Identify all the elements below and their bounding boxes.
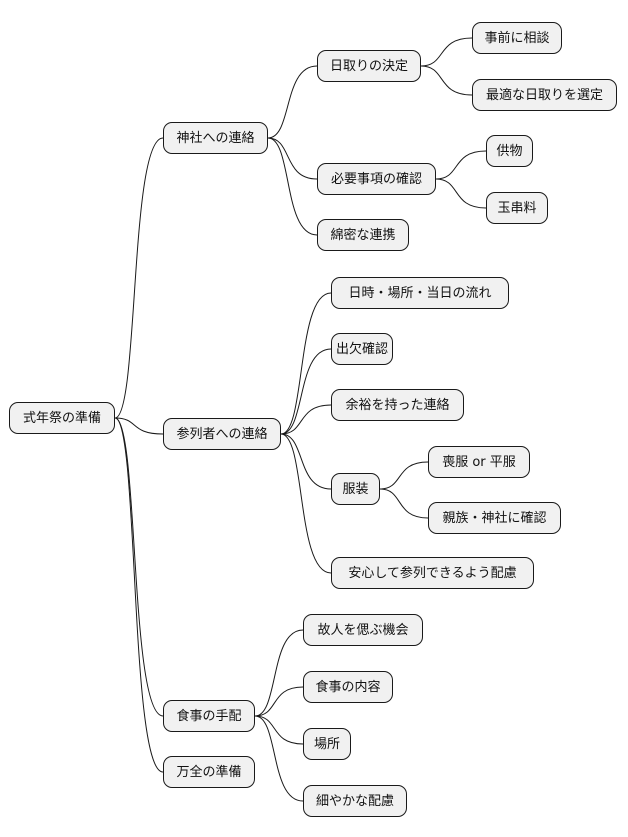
node-date-decision: 日取りの決定 <box>317 50 421 82</box>
edge-b1-b1c2 <box>280 404 332 435</box>
node-tamagushi-fee: 玉串料 <box>486 192 548 224</box>
edge-b1-b1c4 <box>280 433 332 574</box>
node-attendance-check: 出欠確認 <box>331 333 393 365</box>
edge-root-node-b0 <box>114 137 164 419</box>
edge-b1-b1c0 <box>280 292 332 435</box>
edge-b1-b1c1 <box>280 348 332 435</box>
edge-b1-b1c3 <box>280 433 332 490</box>
node-early-contact: 余裕を持った連絡 <box>331 389 464 421</box>
node-careful-consideration: 細やかな配慮 <box>303 785 407 817</box>
edge-b0c1-b0c1c1 <box>435 178 487 209</box>
edge-b1c3-b1c3c1 <box>379 488 429 519</box>
node-advance-consult: 事前に相談 <box>472 22 562 54</box>
edge-b1c3-b1c3c0 <box>379 461 429 490</box>
root-node-shikinensai: 式年祭の準備 <box>9 402 115 434</box>
node-choose-best-date: 最適な日取りを選定 <box>472 79 617 111</box>
node-thorough-preparation: 万全の準備 <box>163 756 255 788</box>
edge-b0c1-b0c1c0 <box>435 150 487 180</box>
edge-b0-b0c1 <box>267 137 318 180</box>
edge-root-node-b3 <box>114 417 164 773</box>
edge-b2-b2c3 <box>254 715 304 802</box>
edge-b0c0-b0c0c0 <box>420 37 473 67</box>
node-attire: 服装 <box>331 473 380 505</box>
edge-b0c0-b0c0c1 <box>420 65 473 96</box>
edge-root-node-b2 <box>114 417 164 717</box>
edge-b2-b2c1 <box>254 686 304 717</box>
node-remembrance-occasion: 故人を偲ぶ機会 <box>303 614 423 646</box>
node-shrine-contact: 神社への連絡 <box>163 122 268 154</box>
edge-root-node-b1 <box>114 417 164 435</box>
node-meal-content: 食事の内容 <box>303 671 393 703</box>
node-venue: 場所 <box>303 728 351 760</box>
node-attendee-contact: 参列者への連絡 <box>163 418 281 450</box>
node-offerings: 供物 <box>486 135 533 167</box>
node-required-items: 必要事項の確認 <box>317 163 436 195</box>
edge-b0-b0c0 <box>267 65 318 139</box>
node-mourning-or-plain: 喪服 or 平服 <box>428 446 530 478</box>
node-confirm-with-family: 親族・神社に確認 <box>428 502 561 534</box>
node-comfort-consideration: 安心して参列できるよう配慮 <box>331 557 534 589</box>
node-meal-arrangement: 食事の手配 <box>163 700 255 732</box>
edge-b2-b2c2 <box>254 715 304 745</box>
node-datetime-place-flow: 日時・場所・当日の流れ <box>331 277 509 309</box>
edge-b0-b0c2 <box>267 137 318 236</box>
edge-b2-b2c0 <box>254 629 304 717</box>
node-close-coordination: 綿密な連携 <box>317 219 409 251</box>
